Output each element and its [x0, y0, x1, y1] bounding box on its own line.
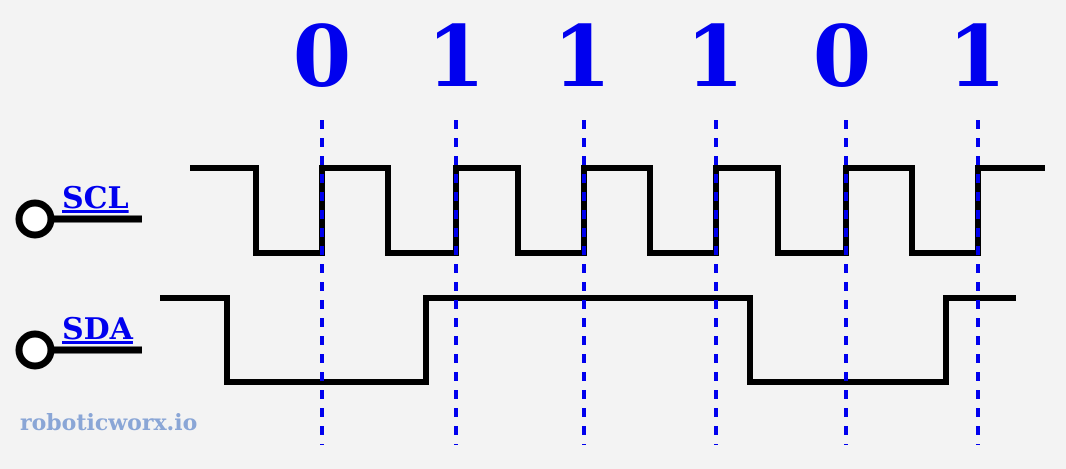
bit-label-4: 1: [686, 7, 744, 106]
bit-label-3: 1: [553, 7, 611, 106]
bit-labels: 0 1 1 1 0 1: [293, 7, 1006, 106]
sda-pin-terminal-icon: [15, 330, 55, 370]
bit-label-6: 1: [948, 7, 1006, 106]
scl-waveform: [190, 165, 1045, 256]
scl-pin: SCL: [15, 181, 142, 239]
sampling-guides: [320, 120, 980, 445]
bit-label-2: 1: [427, 7, 485, 106]
bit-label-1: 0: [293, 7, 351, 106]
sda-pin: SDA: [15, 312, 142, 370]
sda-waveform: [160, 295, 1016, 385]
scl-pin-terminal-icon: [15, 199, 55, 239]
bit-label-5: 0: [813, 7, 871, 106]
scl-label: SCL: [62, 181, 129, 216]
watermark: roboticworx.io: [20, 410, 197, 436]
sda-label: SDA: [62, 312, 134, 347]
